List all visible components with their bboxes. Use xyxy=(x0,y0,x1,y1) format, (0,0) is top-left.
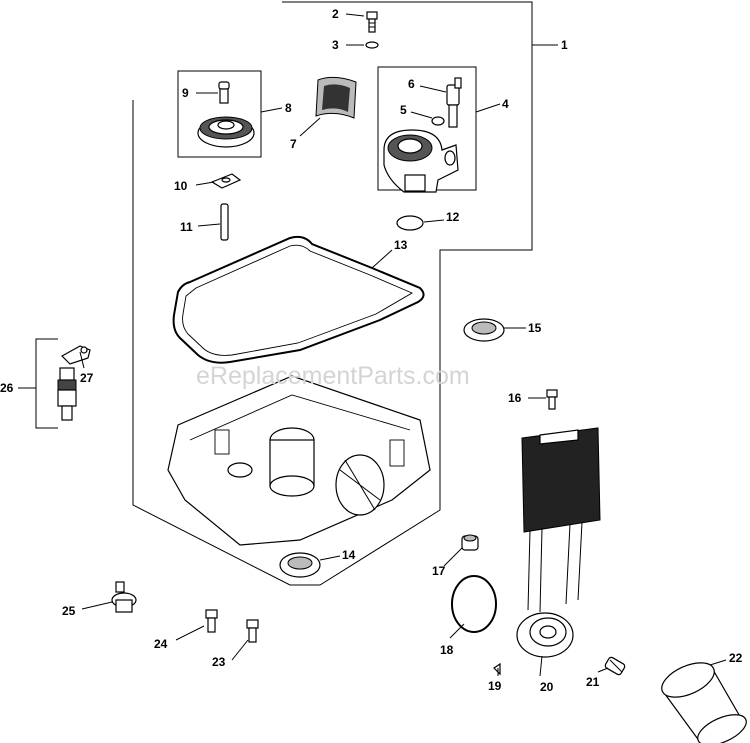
part-6-pickup[interactable] xyxy=(446,77,462,128)
callout-9: 9 xyxy=(182,86,189,100)
assembly-8-box xyxy=(177,70,262,158)
part-26-sensor[interactable] xyxy=(57,367,77,421)
callout-labels: 1 2 3 9 8 7 6 5 4 10 11 12 13 15 16 14 1… xyxy=(0,7,743,694)
part-15-seal[interactable] xyxy=(463,318,505,342)
callout-7: 7 xyxy=(290,137,297,151)
callout-5: 5 xyxy=(400,103,407,117)
part-8-gear[interactable] xyxy=(197,116,255,148)
callout-4: 4 xyxy=(502,97,509,111)
callout-10: 10 xyxy=(174,179,188,193)
part-21-fitting[interactable] xyxy=(604,656,626,676)
assembly-1-outline xyxy=(132,1,533,586)
callout-12: 12 xyxy=(446,210,460,224)
callout-3: 3 xyxy=(332,38,339,52)
callout-13: 13 xyxy=(394,238,408,252)
callout-1: 1 xyxy=(561,38,568,52)
callout-14: 14 xyxy=(342,548,356,562)
part-4-oil-pump[interactable] xyxy=(383,129,459,193)
part-20-filter-adapter[interactable] xyxy=(516,612,574,658)
part-2-screw[interactable] xyxy=(366,11,378,33)
part-22-oil-filter[interactable] xyxy=(657,656,750,743)
callout-21: 21 xyxy=(586,675,600,689)
part-3-washer[interactable] xyxy=(365,41,379,49)
callout-27: 27 xyxy=(80,371,94,385)
part-5-oring[interactable] xyxy=(431,116,445,126)
callout-17: 17 xyxy=(432,564,446,578)
part-16-screw[interactable] xyxy=(546,389,558,410)
part-27-clip[interactable] xyxy=(61,345,91,365)
part-18-oring[interactable] xyxy=(451,575,497,633)
part-9-pin[interactable] xyxy=(218,81,230,104)
oil-pan-cover[interactable] xyxy=(167,375,431,546)
leader-lines xyxy=(18,13,727,677)
part-17-fitting[interactable] xyxy=(461,534,479,551)
part-13-gasket[interactable] xyxy=(172,235,425,364)
callout-23: 23 xyxy=(212,655,226,669)
callout-20: 20 xyxy=(540,680,554,694)
part-24-bolt[interactable] xyxy=(205,609,218,633)
part-19-pin[interactable] xyxy=(493,662,501,676)
callout-24: 24 xyxy=(154,637,168,651)
callout-11: 11 xyxy=(180,220,193,234)
assembly-26-bracket xyxy=(35,338,58,429)
part-12-oring[interactable] xyxy=(396,215,424,231)
part-11-pin[interactable] xyxy=(220,203,229,241)
callout-6: 6 xyxy=(408,77,415,91)
callout-15: 15 xyxy=(528,321,542,335)
callout-16: 16 xyxy=(508,391,522,405)
callout-19: 19 xyxy=(488,679,502,693)
part-25-drain-plug[interactable] xyxy=(111,581,137,613)
callout-25: 25 xyxy=(62,604,76,618)
callout-2: 2 xyxy=(332,7,339,21)
part-14-seal[interactable] xyxy=(279,552,321,578)
callout-22: 22 xyxy=(729,651,743,665)
callout-26: 26 xyxy=(0,381,14,395)
part-7-bearing[interactable] xyxy=(315,76,357,119)
part-10-clip[interactable] xyxy=(210,173,242,189)
oil-cooler[interactable] xyxy=(521,427,601,613)
part-23-bolt[interactable] xyxy=(246,619,259,643)
callout-8: 8 xyxy=(285,101,292,115)
callout-18: 18 xyxy=(440,643,454,657)
watermark: eReplacementParts.com xyxy=(196,362,470,390)
